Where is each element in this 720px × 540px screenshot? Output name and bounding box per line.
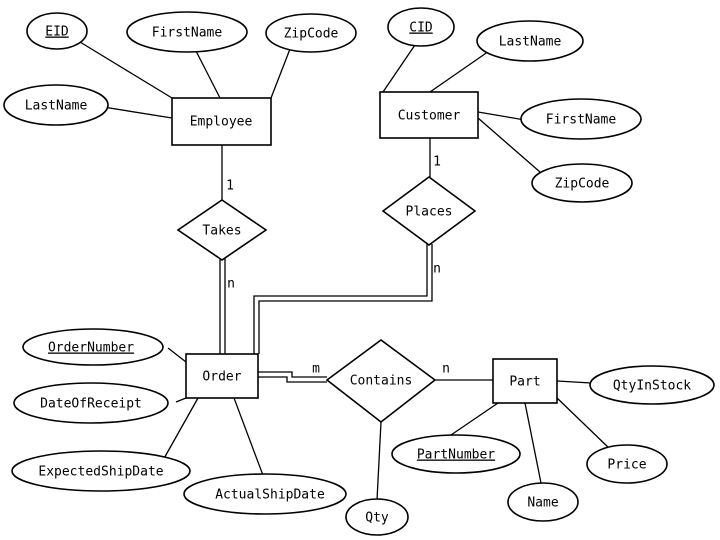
- attribute-order-ordernumber-label: OrderNumber: [48, 341, 134, 356]
- entity-part[interactable]: Part: [492, 358, 558, 404]
- attribute-order-actualshipdate-label: ActualShipDate: [215, 488, 325, 503]
- entity-employee-label: Employee: [190, 115, 253, 130]
- attribute-order-expectedshipdate[interactable]: ExpectedShipDate: [11, 450, 191, 492]
- attribute-order-expectedshipdate-label: ExpectedShipDate: [38, 465, 163, 480]
- entity-employee[interactable]: Employee: [171, 97, 272, 146]
- attribute-contains-qty[interactable]: Qty: [345, 498, 409, 536]
- relationship-places[interactable]: Places: [381, 176, 477, 246]
- attribute-part-name-label: Name: [527, 496, 558, 511]
- attribute-customer-cid[interactable]: CID: [387, 7, 455, 47]
- attribute-part-price[interactable]: Price: [586, 444, 668, 484]
- attribute-contains-qty-label: Qty: [365, 511, 389, 526]
- attribute-part-price-label: Price: [607, 458, 646, 473]
- entity-customer-label: Customer: [398, 109, 461, 124]
- attribute-order-actualshipdate[interactable]: ActualShipDate: [183, 473, 347, 515]
- attribute-employee-lastname-label: LastName: [25, 99, 88, 114]
- relationship-places-label: Places: [406, 205, 453, 220]
- entity-order-label: Order: [202, 370, 241, 385]
- relationship-contains[interactable]: Contains: [325, 339, 437, 424]
- attribute-employee-zipcode[interactable]: ZipCode: [265, 13, 357, 53]
- cardinality-places-order: n: [433, 262, 441, 277]
- cardinality-employee-takes: 1: [226, 179, 234, 194]
- entity-order[interactable]: Order: [185, 353, 259, 399]
- attribute-part-qtyinstock[interactable]: QtyInStock: [589, 365, 715, 405]
- attribute-part-partnumber[interactable]: PartNumber: [391, 434, 521, 474]
- cardinality-order-contains: m: [312, 362, 320, 377]
- attribute-employee-firstname-label: FirstName: [152, 26, 223, 41]
- attribute-customer-zipcode-label: ZipCode: [555, 177, 610, 192]
- attribute-part-partnumber-label: PartNumber: [417, 448, 495, 463]
- attribute-customer-firstname-label: FirstName: [546, 113, 617, 128]
- attribute-customer-zipcode[interactable]: ZipCode: [531, 163, 633, 203]
- attribute-order-ordernumber[interactable]: OrderNumber: [22, 328, 164, 366]
- attribute-order-dateofreceipt[interactable]: DateOfReceipt: [13, 382, 169, 424]
- attribute-part-name[interactable]: Name: [507, 482, 579, 522]
- cardinality-labels: 1 n 1 n m n: [226, 155, 450, 377]
- cardinality-takes-order: n: [227, 277, 235, 292]
- attribute-customer-lastname[interactable]: LastName: [476, 20, 584, 62]
- relationship-contains-label: Contains: [350, 374, 413, 389]
- relationship-takes-label: Takes: [202, 224, 241, 239]
- attribute-order-dateofreceipt-label: DateOfReceipt: [40, 397, 142, 412]
- attribute-employee-eid-label: EID: [45, 25, 69, 40]
- attribute-employee-firstname[interactable]: FirstName: [126, 11, 248, 53]
- attribute-employee-lastname[interactable]: LastName: [3, 84, 109, 126]
- entity-part-label: Part: [509, 375, 540, 390]
- cardinality-contains-part: n: [442, 362, 450, 377]
- attribute-customer-firstname[interactable]: FirstName: [520, 98, 642, 140]
- attribute-part-qtyinstock-label: QtyInStock: [613, 379, 691, 394]
- attribute-customer-lastname-label: LastName: [499, 35, 562, 50]
- attribute-customer-cid-label: CID: [409, 21, 433, 36]
- entity-customer[interactable]: Customer: [379, 91, 479, 139]
- attribute-employee-eid[interactable]: EID: [26, 12, 88, 50]
- connector-lines: [79, 41, 612, 501]
- relationship-takes[interactable]: Takes: [176, 199, 268, 261]
- cardinality-customer-places: 1: [433, 155, 441, 170]
- attribute-employee-zipcode-label: ZipCode: [284, 27, 339, 42]
